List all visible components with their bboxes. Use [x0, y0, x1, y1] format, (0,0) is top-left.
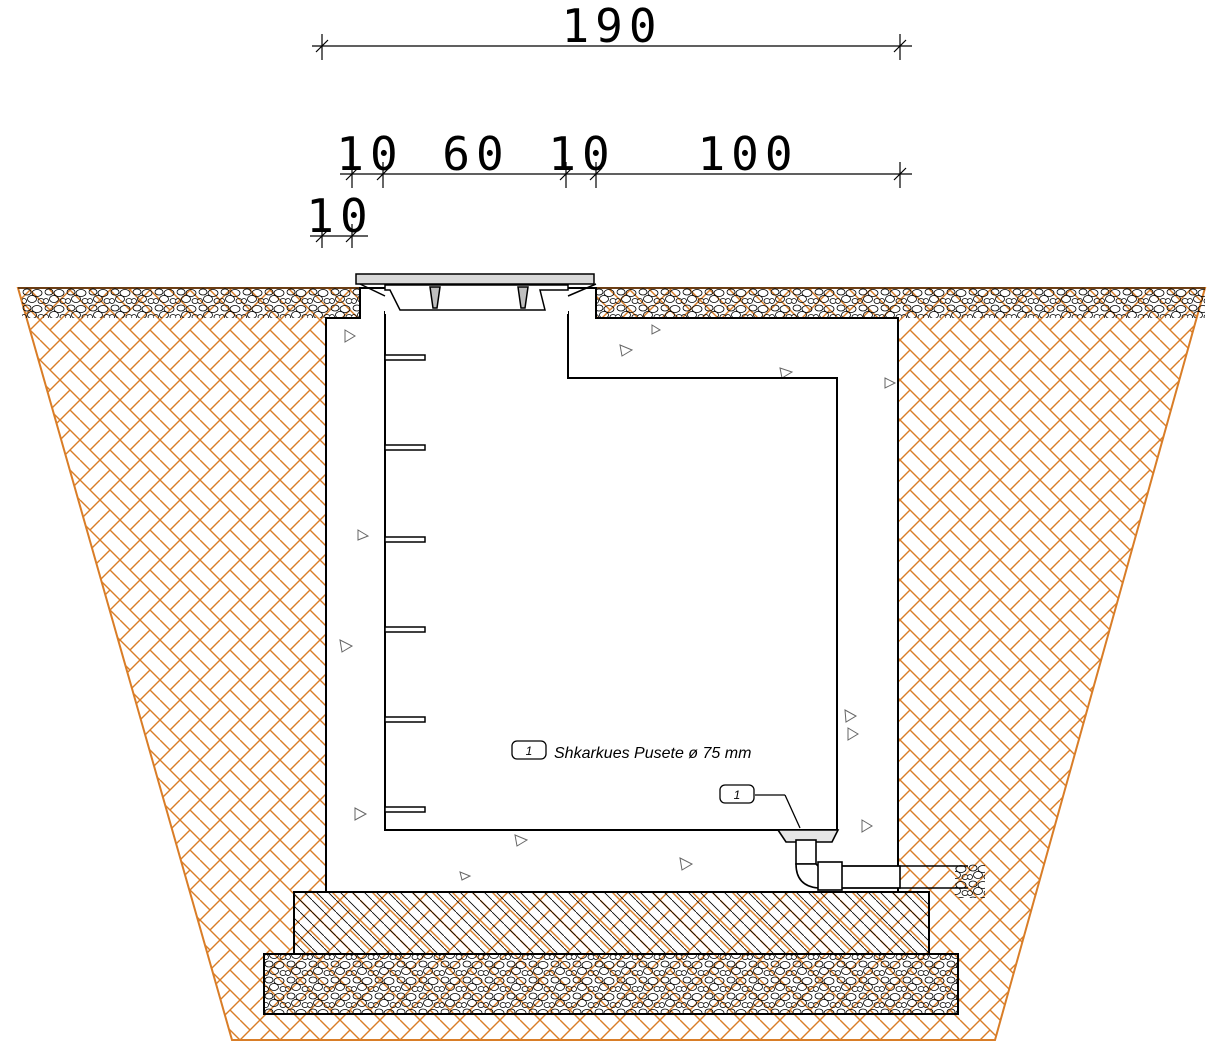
dimension-segment-3-label: 10 — [548, 127, 615, 181]
ladder-rung — [384, 626, 426, 633]
ladder-rung — [384, 716, 426, 723]
dimension-overall-label: 190 — [561, 0, 662, 53]
dimension-segment-1-label: 10 — [336, 127, 403, 181]
concrete-aggregate-marks — [339, 324, 897, 881]
ladder-rung — [384, 354, 426, 361]
callout-tag: 1 — [734, 788, 741, 802]
dimension-chain — [340, 162, 912, 188]
callout-tag-box — [719, 784, 755, 804]
dimension-lower-left-label: 10 — [306, 189, 373, 243]
dimension-overall — [312, 34, 912, 60]
manhole-cover — [355, 273, 597, 311]
ladder-rungs — [384, 354, 426, 813]
gravel-bedding — [263, 953, 959, 1015]
ladder-rung — [384, 806, 426, 813]
legend-tag-box — [511, 740, 547, 760]
ladder-rung — [384, 536, 426, 543]
legend-tag: 1 — [526, 744, 533, 758]
dimension-segment-2-label: 60 — [442, 127, 509, 181]
legend-text: Shkarkues Pusete ø 75 mm — [554, 745, 751, 762]
callout-leader — [755, 794, 801, 829]
ladder-rung — [384, 444, 426, 451]
base-slab — [293, 891, 930, 955]
dimension-lower-left — [310, 224, 368, 248]
dimension-segment-4-label: 100 — [697, 127, 798, 181]
drain-outlet — [776, 829, 985, 898]
surface-gravel-layer — [22, 288, 1205, 318]
